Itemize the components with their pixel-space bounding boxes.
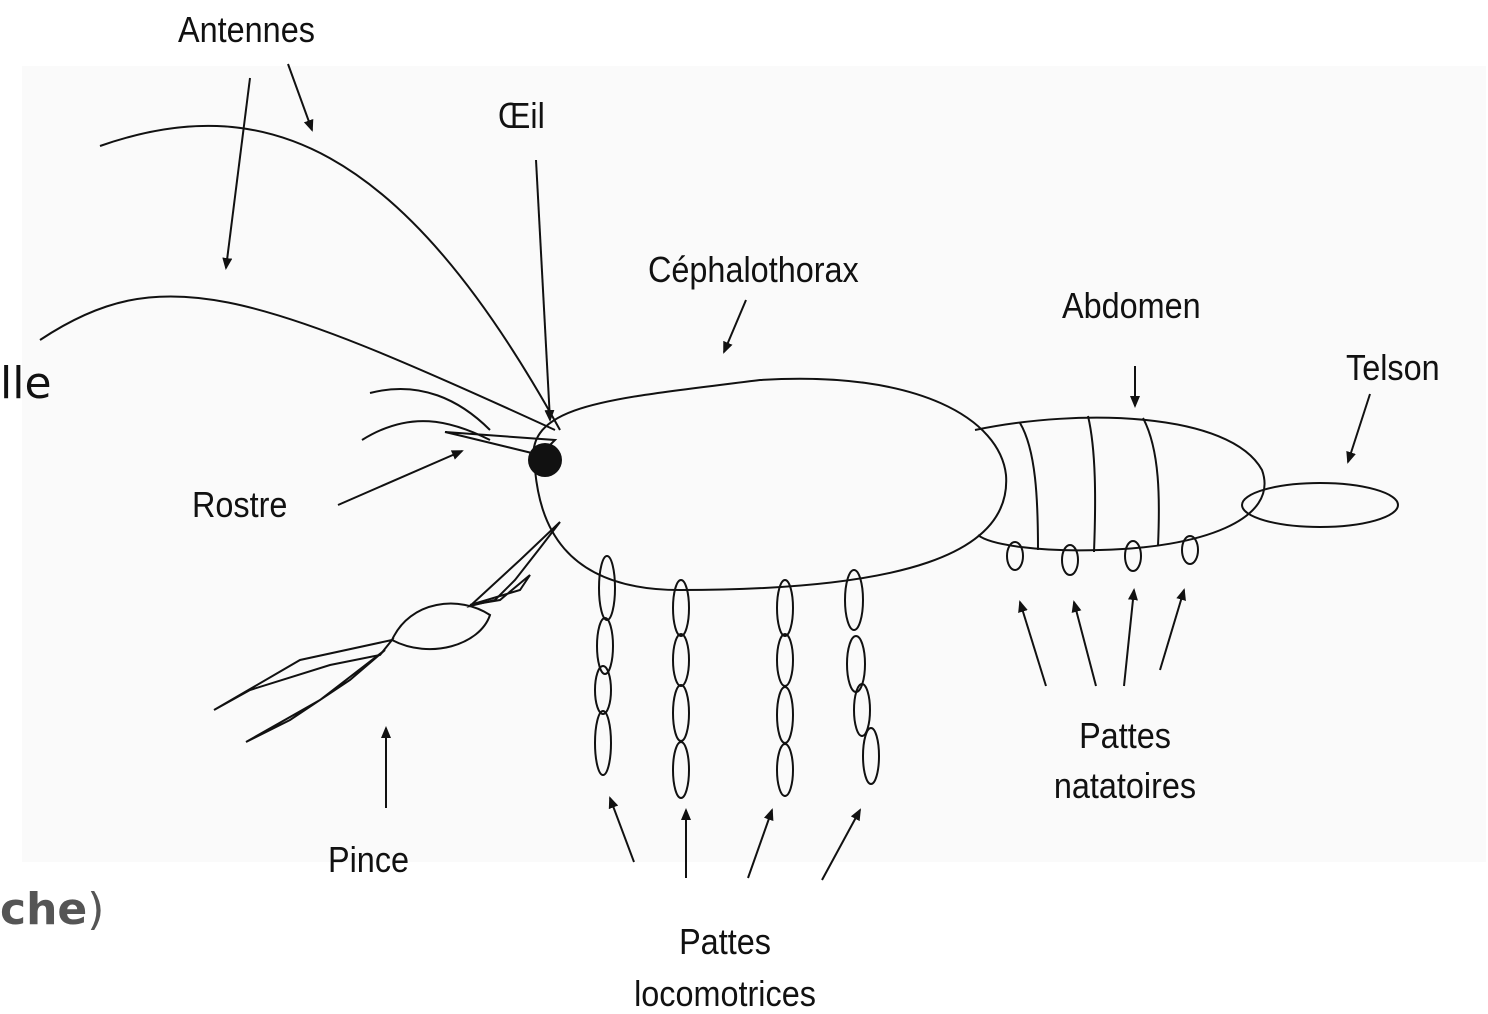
background-fragment-bottom-paren: ) [87, 884, 104, 935]
label-oeil: Œil [498, 98, 545, 134]
claw-hand [392, 604, 490, 650]
walking-leg-1 [595, 556, 615, 775]
arrow-locomotrice-3 [748, 810, 772, 878]
arrow-antennes-2 [288, 64, 312, 130]
eye-dot [528, 443, 562, 477]
label-antennes: Antennes [178, 12, 315, 48]
walking-leg-2 [673, 580, 689, 798]
antenna-upper [100, 126, 560, 430]
abdomen-body [975, 418, 1265, 551]
background-fragment-bottom-bold: che [0, 884, 87, 935]
label-pattes-locomotrices: Pattes locomotrices [613, 924, 838, 1012]
walking-leg-4 [845, 570, 879, 784]
walking-leg-3 [777, 580, 793, 796]
claw-arm [470, 522, 560, 606]
arrow-cephalothorax [724, 300, 746, 352]
arrow-natatoire-2 [1074, 602, 1096, 686]
label-telson: Telson [1346, 350, 1440, 386]
label-pattes-natatoires-line2: natatoires [1022, 768, 1229, 804]
arrow-telson [1348, 394, 1370, 462]
arrow-natatoire-4 [1160, 590, 1184, 670]
abdomen-segment-3 [1143, 418, 1159, 546]
arrow-antennes-1 [226, 78, 250, 268]
arrow-locomotrice-1 [610, 798, 634, 862]
arrow-rostre [338, 451, 462, 505]
arrow-natatoire-3 [1124, 590, 1134, 686]
background-fragment-top: lle [0, 362, 52, 406]
swimmeret-3 [1125, 541, 1141, 571]
label-pince: Pince [328, 842, 409, 878]
antenna-lower [40, 296, 555, 430]
antennule-1 [370, 389, 490, 430]
abdomen-segment-2 [1088, 416, 1095, 552]
arrow-locomotrice-4 [822, 810, 860, 880]
label-pattes-natatoires-line1: Pattes [1022, 718, 1229, 754]
label-rostre: Rostre [192, 487, 287, 523]
label-cephalothorax: Céphalothorax [648, 252, 859, 288]
claw-finger-2 [246, 650, 385, 742]
claw-finger-1 [214, 640, 392, 710]
arrow-natatoire-1 [1020, 602, 1046, 686]
background-fragment-bottom: che) [0, 888, 104, 932]
label-pattes-locomotrices-line2: locomotrices [613, 976, 838, 1012]
label-pattes-natatoires: Pattes natatoires [1022, 718, 1229, 804]
abdomen-segment-1 [1020, 423, 1038, 550]
label-pattes-locomotrices-line1: Pattes [613, 924, 838, 960]
arrow-oeil [536, 160, 550, 420]
telson-shape [1242, 483, 1398, 527]
label-abdomen: Abdomen [1062, 288, 1201, 324]
